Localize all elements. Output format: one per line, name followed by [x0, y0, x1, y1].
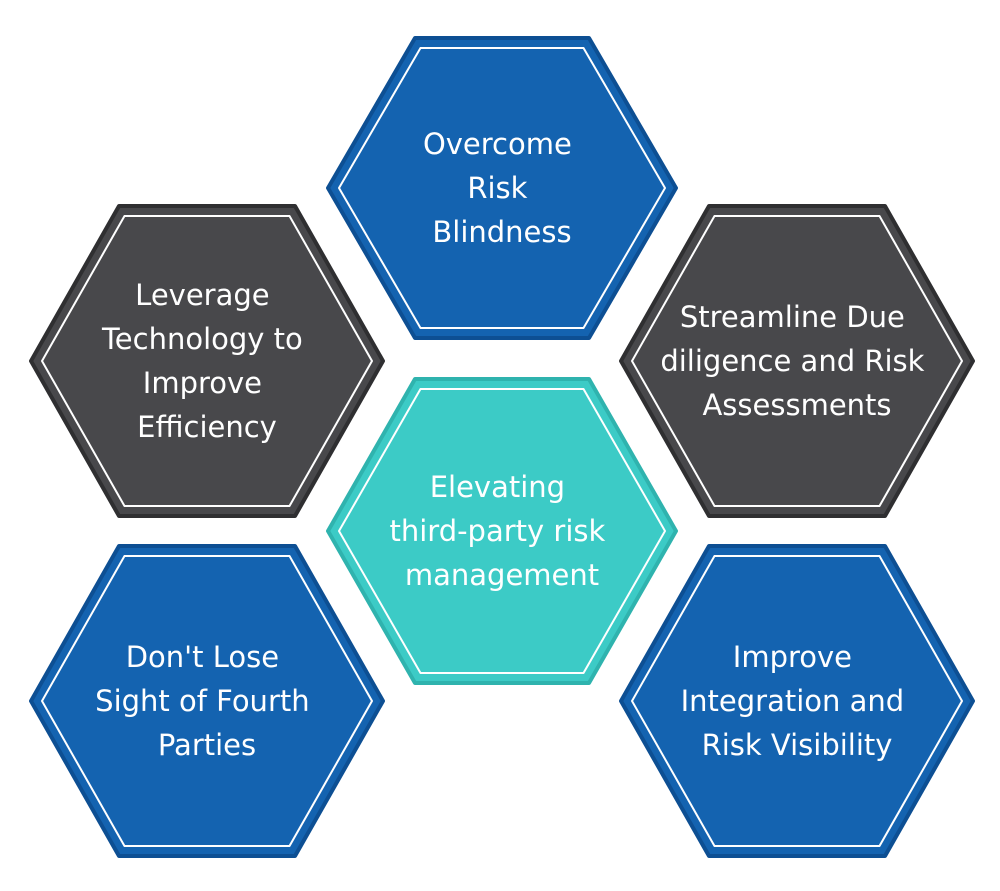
- hexagon-leverage-technology: Leverage Technology to Improve Efficienc…: [29, 204, 385, 518]
- hexagon-inner-outline: [631, 215, 963, 507]
- hexagon-label: Overcome Risk Blindness: [423, 127, 581, 249]
- hexagon-integration-risk-visibility: Improve Integration and Risk Visibility: [619, 544, 975, 858]
- label-line: Don't Lose: [126, 640, 279, 674]
- label-line: Parties: [158, 728, 256, 762]
- label-line: Technology to: [101, 322, 303, 356]
- hexagon-label: Elevating third-party risk management: [389, 470, 614, 592]
- hexagon-shape: [326, 36, 678, 340]
- hexagon-inner-outline: [41, 555, 373, 847]
- hexagon-shape: [29, 544, 385, 858]
- hexagon-overcome-risk-blindness: Overcome Risk Blindness: [326, 36, 678, 340]
- hexagon-inner-outline: [631, 555, 963, 847]
- label-line: third-party risk: [389, 514, 605, 548]
- label-line: Streamline Due: [680, 300, 905, 334]
- hexagon-shape: [29, 204, 385, 518]
- label-line: management: [405, 558, 599, 592]
- hexagon-shape: [619, 544, 975, 858]
- hexagon-streamline-due-diligence: Streamline Due diligence and Risk Assess…: [619, 204, 975, 518]
- hexagon-elevating-third-party-risk: Elevating third-party risk management: [326, 377, 678, 685]
- hexagon-label: Streamline Due diligence and Risk Assess…: [660, 300, 933, 422]
- label-line: Improve: [143, 366, 262, 400]
- label-line: Leverage: [135, 278, 269, 312]
- hexagon-fourth-parties: Don't Lose Sight of Fourth Parties: [29, 544, 385, 858]
- label-line: Efficiency: [137, 410, 277, 444]
- hexagon-inner-outline: [338, 47, 666, 329]
- hexagon-inner-outline: [338, 388, 666, 674]
- hexagon-label: Leverage Technology to Improve Efficienc…: [101, 278, 312, 444]
- hexagon-shape: [326, 377, 678, 685]
- hexagon-inner-outline: [41, 215, 373, 507]
- hexagon-shape: [619, 204, 975, 518]
- label-line: Overcome: [423, 127, 572, 161]
- label-line: Blindness: [432, 215, 571, 249]
- label-line: Sight of Fourth: [95, 684, 309, 718]
- label-line: Improve: [733, 640, 852, 674]
- hexagon-label: Don't Lose Sight of Fourth Parties: [95, 640, 319, 762]
- label-line: Elevating: [430, 470, 565, 504]
- label-line: Assessments: [702, 388, 891, 422]
- label-line: Risk Visibility: [702, 728, 893, 762]
- hexagon-label: Improve Integration and Risk Visibility: [681, 640, 914, 762]
- label-line: diligence and Risk: [660, 344, 924, 378]
- label-line: Risk: [467, 171, 527, 205]
- label-line: Integration and: [681, 684, 905, 718]
